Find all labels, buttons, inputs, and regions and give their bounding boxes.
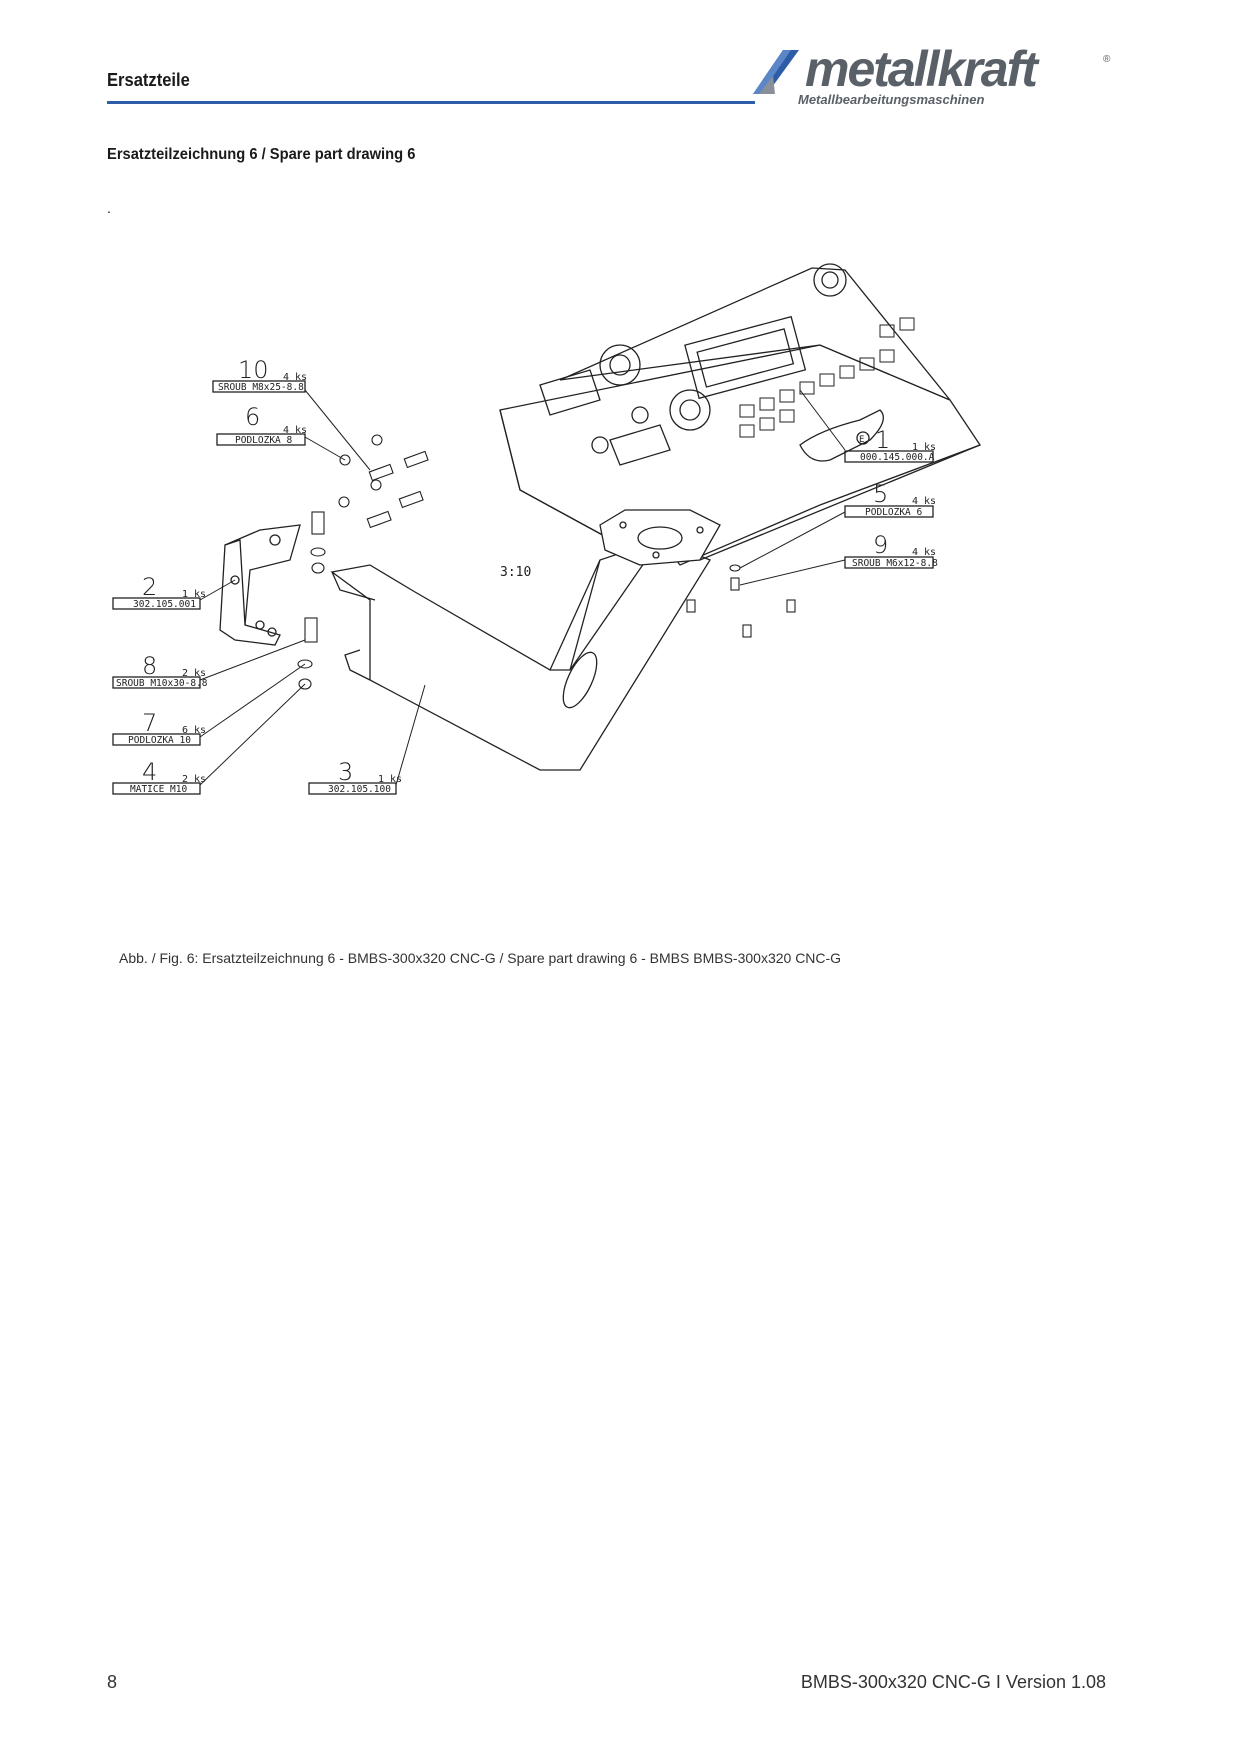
callout-7: 7 6 ks PODLOZKA 10 xyxy=(112,709,206,746)
svg-text:SROUB M6x12-8.8: SROUB M6x12-8.8 xyxy=(852,558,938,569)
header-title: Ersatzteile xyxy=(107,70,190,90)
callout-8: 8 2 ks SROUB M10x30-8.8 xyxy=(112,652,208,689)
svg-text:2: 2 xyxy=(142,573,157,601)
callout-9: 9 4 ks SROUB M6x12-8.8 xyxy=(844,531,938,569)
callout-10: 10 4 ks SROUB M8x25-8.8 xyxy=(212,356,307,393)
svg-text:SROUB M10x30-8.8: SROUB M10x30-8.8 xyxy=(116,678,208,689)
screws-washers-upper xyxy=(338,434,429,529)
spare-part-drawing: 3:10 10 4 ks SROUB M8x25-8.8 6 4 ks PODL… xyxy=(112,263,981,795)
bolts-nuts xyxy=(297,511,326,690)
screws-lower-right xyxy=(686,564,796,638)
callout-2: 2 1 ks 302.105.001 xyxy=(112,573,206,610)
leader-lines xyxy=(199,389,846,786)
arm-part xyxy=(330,509,721,771)
logo-registered: ® xyxy=(1103,54,1111,65)
svg-text:E: E xyxy=(859,435,864,445)
svg-text:4 ks: 4 ks xyxy=(912,496,936,507)
svg-text:4: 4 xyxy=(142,758,157,786)
svg-text:MATICE M10: MATICE M10 xyxy=(130,784,187,795)
callout-5: 5 4 ks PODLOZKA 6 xyxy=(844,480,936,518)
svg-text:1: 1 xyxy=(875,426,890,454)
svg-text:1 ks: 1 ks xyxy=(182,589,206,600)
svg-text:5: 5 xyxy=(873,480,888,508)
svg-text:4 ks: 4 ks xyxy=(283,425,307,436)
callout-6: 6 4 ks PODLOZKA 8 xyxy=(216,403,307,446)
svg-text:302.105.100: 302.105.100 xyxy=(328,784,391,795)
page-number: 8 xyxy=(107,1672,118,1692)
svg-text:10: 10 xyxy=(238,356,269,384)
svg-text:1 ks: 1 ks xyxy=(912,442,936,453)
svg-text:2 ks: 2 ks xyxy=(182,668,206,679)
svg-text:3: 3 xyxy=(338,758,353,786)
section-title: Ersatzteilzeichnung 6 / Spare part drawi… xyxy=(107,146,416,163)
svg-text:7: 7 xyxy=(142,709,157,737)
svg-text:000.145.000.A: 000.145.000.A xyxy=(860,452,935,463)
logo-mark-icon xyxy=(753,50,799,94)
document-info: BMBS-300x320 CNC-G I Version 1.08 xyxy=(800,1672,1106,1692)
svg-text:SROUB M8x25-8.8: SROUB M8x25-8.8 xyxy=(218,382,304,393)
bracket-part xyxy=(219,524,301,646)
logo-subtitle: Metallbearbeitungsmaschinen xyxy=(798,92,985,107)
svg-text:2 ks: 2 ks xyxy=(182,774,206,785)
header-rule xyxy=(107,101,755,104)
svg-text:4 ks: 4 ks xyxy=(912,547,936,558)
svg-text:6: 6 xyxy=(245,403,260,431)
svg-text:4 ks: 4 ks xyxy=(283,372,307,383)
svg-text:PODLOZKA 8: PODLOZKA 8 xyxy=(235,435,292,446)
callout-3: 3 1 ks 302.105.100 xyxy=(308,758,402,795)
svg-text:1 ks: 1 ks xyxy=(378,774,402,785)
figure-caption: Abb. / Fig. 6: Ersatzteilzeichnung 6 - B… xyxy=(119,950,842,966)
stray-mark: . xyxy=(107,200,111,216)
drawing-scale: 3:10 xyxy=(500,565,531,580)
svg-text:9: 9 xyxy=(873,531,888,559)
svg-text:302.105.001: 302.105.001 xyxy=(133,599,196,610)
svg-text:6 ks: 6 ks xyxy=(182,725,206,736)
callout-1: E 1 1 ks 000.145.000.A xyxy=(844,426,936,463)
callout-4: 4 2 ks MATICE M10 xyxy=(112,758,206,795)
control-panel-part xyxy=(499,263,981,566)
svg-text:PODLOZKA 10: PODLOZKA 10 xyxy=(128,735,191,746)
logo: metallkraft ® Metallbearbeitungsmaschine… xyxy=(753,41,1113,114)
logo-wordmark: metallkraft xyxy=(805,41,1038,97)
svg-text:PODLOZKA 6: PODLOZKA 6 xyxy=(865,507,922,518)
svg-text:8: 8 xyxy=(142,652,157,680)
